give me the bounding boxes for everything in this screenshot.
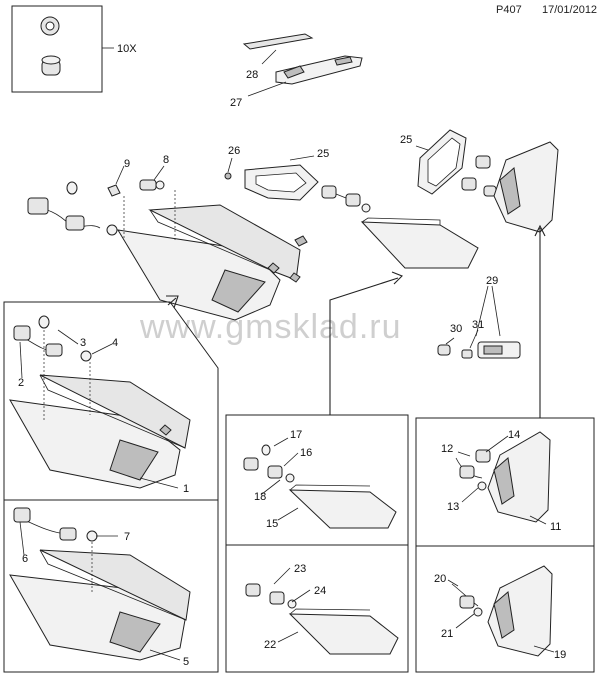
callout-7: 7 (124, 531, 130, 543)
callout-labels: 1 2 3 4 5 6 7 8 9 11 12 13 14 15 16 17 1… (18, 69, 566, 668)
tail-lamp-right-top (493, 141, 559, 233)
callout-3: 3 (80, 337, 86, 349)
callout-8: 8 (163, 154, 169, 166)
callout-9: 9 (124, 158, 130, 170)
callout-1: 1 (183, 483, 189, 495)
callout-15: 15 (266, 518, 278, 530)
gasket-25 (244, 164, 319, 201)
socket-harness-upper (27, 181, 118, 236)
callout-14: 14 (508, 429, 520, 441)
callout-13: 13 (447, 501, 459, 513)
bulb-30 (437, 344, 451, 356)
qty-note: 10X (117, 43, 137, 55)
socket-harness-right (461, 155, 497, 197)
clip-nut-icon (40, 16, 60, 36)
callout-25-right: 25 (400, 134, 412, 146)
callout-24: 24 (314, 585, 326, 597)
bulb-9 (107, 184, 121, 197)
callout-28: 28 (246, 69, 258, 81)
tail-lamp-11 (487, 431, 551, 523)
callout-19: 19 (554, 649, 566, 661)
socket-harness-20-21 (451, 583, 483, 617)
callout-21: 21 (441, 628, 453, 640)
screw-26 (224, 172, 232, 180)
callout-30: 30 (450, 323, 462, 335)
gasket-25-right (417, 129, 467, 195)
socket-31 (461, 349, 473, 359)
leader-lines (19, 329, 555, 661)
callout-20: 20 (434, 573, 446, 585)
inset-box-center-lower (225, 544, 409, 673)
rear-lamp-inset-1 (9, 374, 191, 489)
liftgate-lamp-22 (288, 608, 399, 655)
socket-harness-center (321, 185, 371, 213)
watermark: www.gmsklad.ru (139, 308, 402, 346)
callout-12: 12 (441, 443, 453, 455)
callout-16: 16 (300, 447, 312, 459)
callout-26: 26 (228, 145, 240, 157)
socket-harness-inset-6 (13, 507, 98, 542)
callout-2: 2 (18, 377, 24, 389)
callout-17: 17 (290, 429, 302, 441)
high-mount-stop-lamp-27 (275, 55, 363, 85)
grommet-icon (41, 55, 61, 76)
fastener-box (11, 5, 103, 93)
inset-box-left-upper (3, 301, 219, 501)
bulb-8 (139, 179, 165, 191)
stop-lamp-seal-28 (242, 33, 314, 50)
callout-22: 22 (264, 639, 276, 651)
callout-25-center: 25 (317, 148, 329, 160)
callout-31: 31 (472, 319, 484, 331)
rear-lamp-assembly-upper (117, 204, 308, 321)
callout-11: 11 (550, 521, 561, 533)
liftgate-lamp-15 (288, 484, 397, 529)
license-lamp-29 (477, 341, 521, 359)
page-date: 17/01/2012 (542, 4, 598, 16)
inset-box-right-lower (415, 545, 595, 673)
callout-5: 5 (183, 656, 189, 668)
page-code: P407 (496, 4, 522, 16)
tail-lamp-19 (487, 565, 553, 657)
inset-box-left-lower (3, 499, 219, 673)
socket-harness-23-24 (245, 583, 297, 609)
socket-harness-12-14 (455, 449, 491, 491)
socket-harness-16-18 (243, 444, 295, 483)
callout-23: 23 (294, 563, 306, 575)
callout-18: 18 (254, 491, 266, 503)
callout-27: 27 (230, 97, 242, 109)
liftgate-lamp-center (360, 217, 479, 269)
socket-harness-inset-2 (13, 315, 92, 362)
callout-6: 6 (22, 553, 28, 565)
rear-lamp-inset-5 (9, 549, 191, 661)
callout-4: 4 (112, 337, 118, 349)
callout-29: 29 (486, 275, 498, 287)
